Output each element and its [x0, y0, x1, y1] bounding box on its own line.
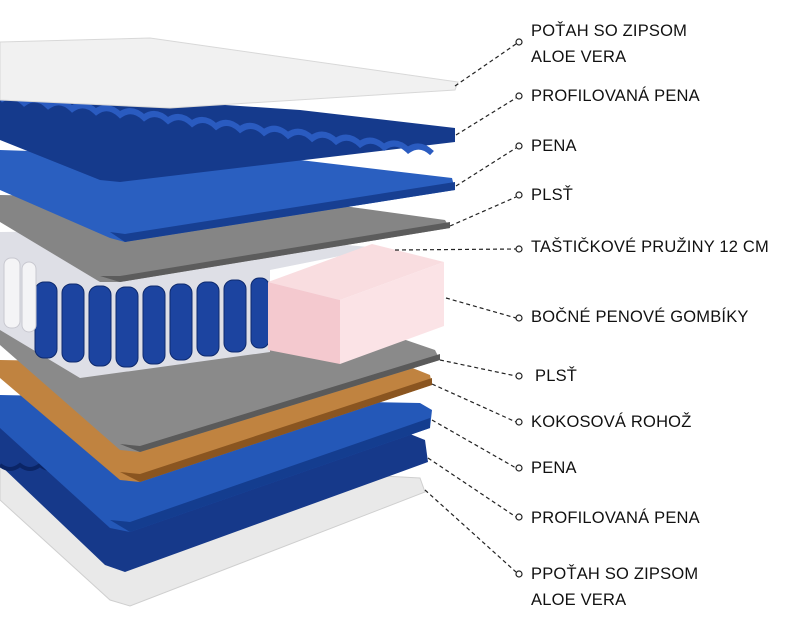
label-lower-foam: PENA	[531, 459, 577, 477]
label-upper-foam: PENA	[531, 137, 577, 155]
label-lower-profiled-foam: PROFILOVANÁ PENA	[531, 509, 700, 527]
leader-lines	[394, 43, 517, 573]
label-line: ALOE VERA	[531, 591, 627, 609]
label-top-cover: POŤAH SO ZIPSOM ALOE VERA	[531, 18, 687, 70]
side-foam-block-top	[268, 244, 444, 300]
side-foam-block	[268, 282, 340, 364]
leader-dots	[515, 38, 523, 578]
label-line: ALOE VERA	[531, 48, 627, 66]
layer-top-cover	[0, 37, 459, 109]
profile-ridges-top	[0, 93, 434, 156]
label-upper-felt: PLSŤ	[531, 186, 574, 204]
label-line: PPOŤAH SO ZIPSOM	[531, 565, 699, 583]
spring-coils	[34, 277, 270, 368]
white-spring-coils	[3, 257, 37, 333]
label-pocket-springs: TAŠTIČKOVÉ PRUŽINY 12 CM	[531, 238, 769, 256]
label-line: POŤAH SO ZIPSOM	[531, 22, 688, 40]
label-side-foam: BOČNÉ PENOVÉ GOMBÍKY	[531, 308, 749, 326]
label-bottom-cover: PPOŤAH SO ZIPSOM ALOE VERA	[531, 561, 698, 613]
label-upper-profiled-foam: PROFILOVANÁ PENA	[531, 87, 700, 105]
label-lower-felt: PLSŤ	[535, 367, 578, 385]
label-coconut-mat: KOKOSOVÁ ROHOŽ	[531, 413, 692, 431]
